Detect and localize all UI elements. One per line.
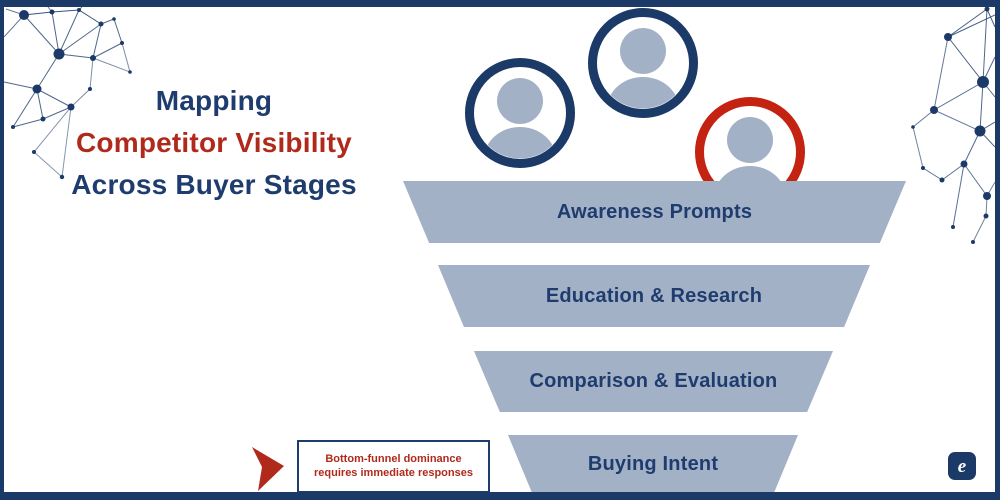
funnel-stage-label: Education & Research <box>545 284 763 307</box>
network-decoration-top-right <box>911 7 995 244</box>
funnel-stage-buying-intent: Buying Intent <box>508 435 798 493</box>
title-line-3: Across Buyer Stages <box>71 169 357 200</box>
network-decoration-top-left <box>4 7 132 180</box>
slide-title: Mapping Competitor Visibility Across Buy… <box>28 80 400 206</box>
frame-border-right <box>995 0 1000 500</box>
title-line-1: Mapping <box>155 85 273 116</box>
buyer-avatar-icon <box>588 8 698 118</box>
brand-logo-glyph: e <box>957 455 967 477</box>
frame-border-left <box>0 0 4 500</box>
funnel-stage-label: Comparison & Evaluation <box>529 370 778 392</box>
brand-logo: e <box>948 452 976 480</box>
frame-border-top <box>0 0 1000 7</box>
funnel-stage-education: Education & Research <box>438 265 870 327</box>
funnel-stage-label: Awareness Prompts <box>556 200 753 223</box>
callout-box: Bottom-funnel dominance requires immedia… <box>297 440 490 493</box>
frame-border-bottom <box>0 492 1000 500</box>
buyer-avatar-icon <box>465 58 575 168</box>
funnel-stage-comparison: Comparison & Evaluation <box>474 351 833 412</box>
funnel-stage-label: Buying Intent <box>587 452 719 475</box>
callout-text: Bottom-funnel dominance requires immedia… <box>314 452 473 479</box>
title-line-2: Competitor Visibility <box>76 127 352 158</box>
funnel-stage-awareness: Awareness Prompts <box>403 181 906 243</box>
arrow-right-icon <box>252 447 284 491</box>
